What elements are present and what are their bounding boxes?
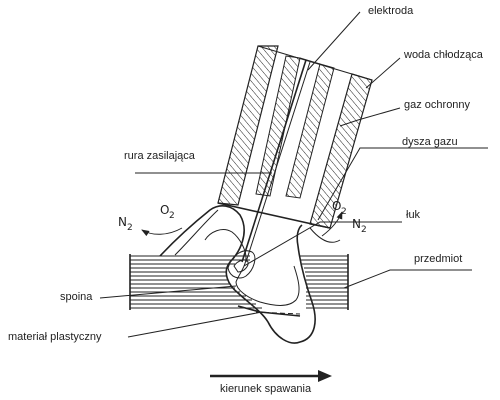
leader-gas-nozzle [317,147,488,221]
electrode-wire-edge [245,61,311,263]
contact-tube-right-wall [285,63,335,199]
right-n-subscript: 2 [361,225,367,235]
leader-shielding-gas [339,107,401,127]
weld-zone [159,205,316,344]
leader-workpiece [343,269,472,289]
label-gas-nozzle: dysza gazu [402,136,458,148]
outer-shroud-left-wall [217,45,279,206]
label-feed-tube: rura zasilająca [124,150,196,162]
label-plastic-material: materiał plastyczny [8,331,102,343]
leader-electrode [307,11,361,71]
welding-torch [174,45,373,263]
label-electrode: elektroda [368,5,414,17]
inner-zone-outline [204,229,300,306]
gas-flow-right [309,227,341,243]
right-o-subscript: 2 [341,207,347,217]
labels: elektroda woda chłodząca gaz ochronny dy… [8,5,484,395]
welding-direction-arrow [210,370,332,382]
direction-arrowhead [318,370,332,382]
label-welding-direction: kierunek spawania [220,383,312,395]
solidified-boundary [255,311,301,315]
left-n-subscript: 2 [127,223,133,233]
label-workpiece: przedmiot [414,253,462,265]
right-gas-arrow [321,211,343,237]
left-o-subscript: 2 [169,211,175,221]
gas-flow-left [174,209,219,256]
left-gas-arrow [141,227,183,237]
right-plate [300,254,349,310]
arc-core [233,259,249,273]
left-o-symbol: O [160,203,169,217]
left-plate [129,254,262,310]
label-cooling-water: woda chłodząca [403,49,484,61]
leader-lines [99,11,488,338]
left-n-symbol: N [118,215,127,229]
nozzle-opening [217,202,331,229]
electrode-wire [241,59,307,263]
leader-weld [99,285,237,299]
workpiece-plates [129,254,349,310]
leader-plastic-material [127,311,263,338]
label-arc: łuk [406,209,421,221]
shroud-top-edge [257,45,373,81]
label-shielding-gas: gaz ochronny [404,99,471,111]
right-n-symbol: N [352,217,361,231]
leader-cooling-water [365,57,401,89]
plastic-zone-outline [159,205,316,344]
right-o-symbol: O [332,199,341,213]
leader-arc [243,221,402,267]
gas-symbols-left: N 2 O 2 [118,203,183,237]
label-weld: spoina [60,291,93,303]
weld-pool [227,250,256,279]
gas-symbols-right: O 2 N 2 [321,199,367,237]
